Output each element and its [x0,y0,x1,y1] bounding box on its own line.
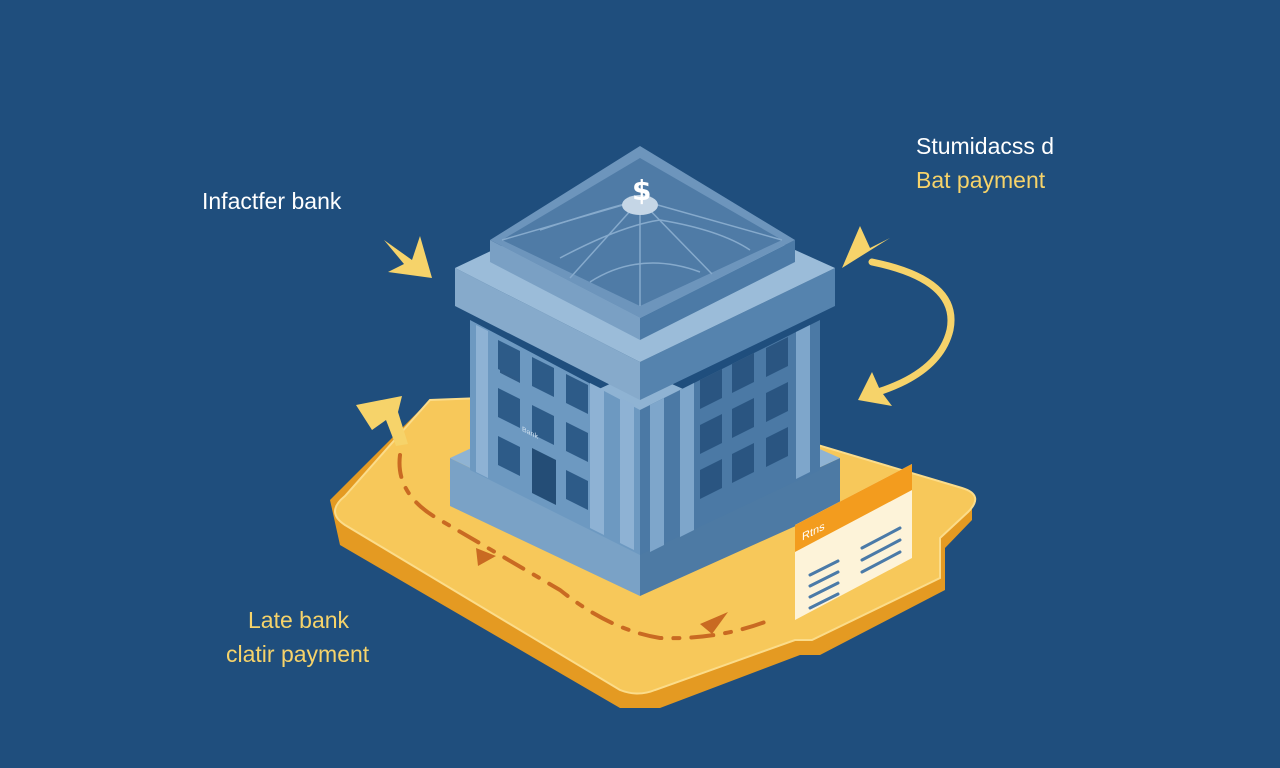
door [532,448,556,505]
bottom-label-line1: Late bank [248,607,350,633]
right-curved-arrow-icon [842,226,955,406]
payment-document [795,464,912,620]
left-arrow-icon [384,236,432,278]
left-lower-arrow-icon [356,396,408,446]
infacter-bank-label: Infactfer bank [202,188,342,214]
glass-roof [502,158,782,306]
bottom-label-line2: clatir payment [226,641,370,667]
dashed-arrowhead-icon [476,548,496,566]
dollar-symbol-icon: $ [632,174,652,207]
right-label-line2: Bat payment [916,167,1046,193]
bank-building [450,146,840,596]
dashed-path [397,453,772,641]
dashed-arrowhead-icon [700,612,728,634]
right-label-line1: Stumidacss d [916,133,1055,159]
document-header-bar [795,464,912,552]
